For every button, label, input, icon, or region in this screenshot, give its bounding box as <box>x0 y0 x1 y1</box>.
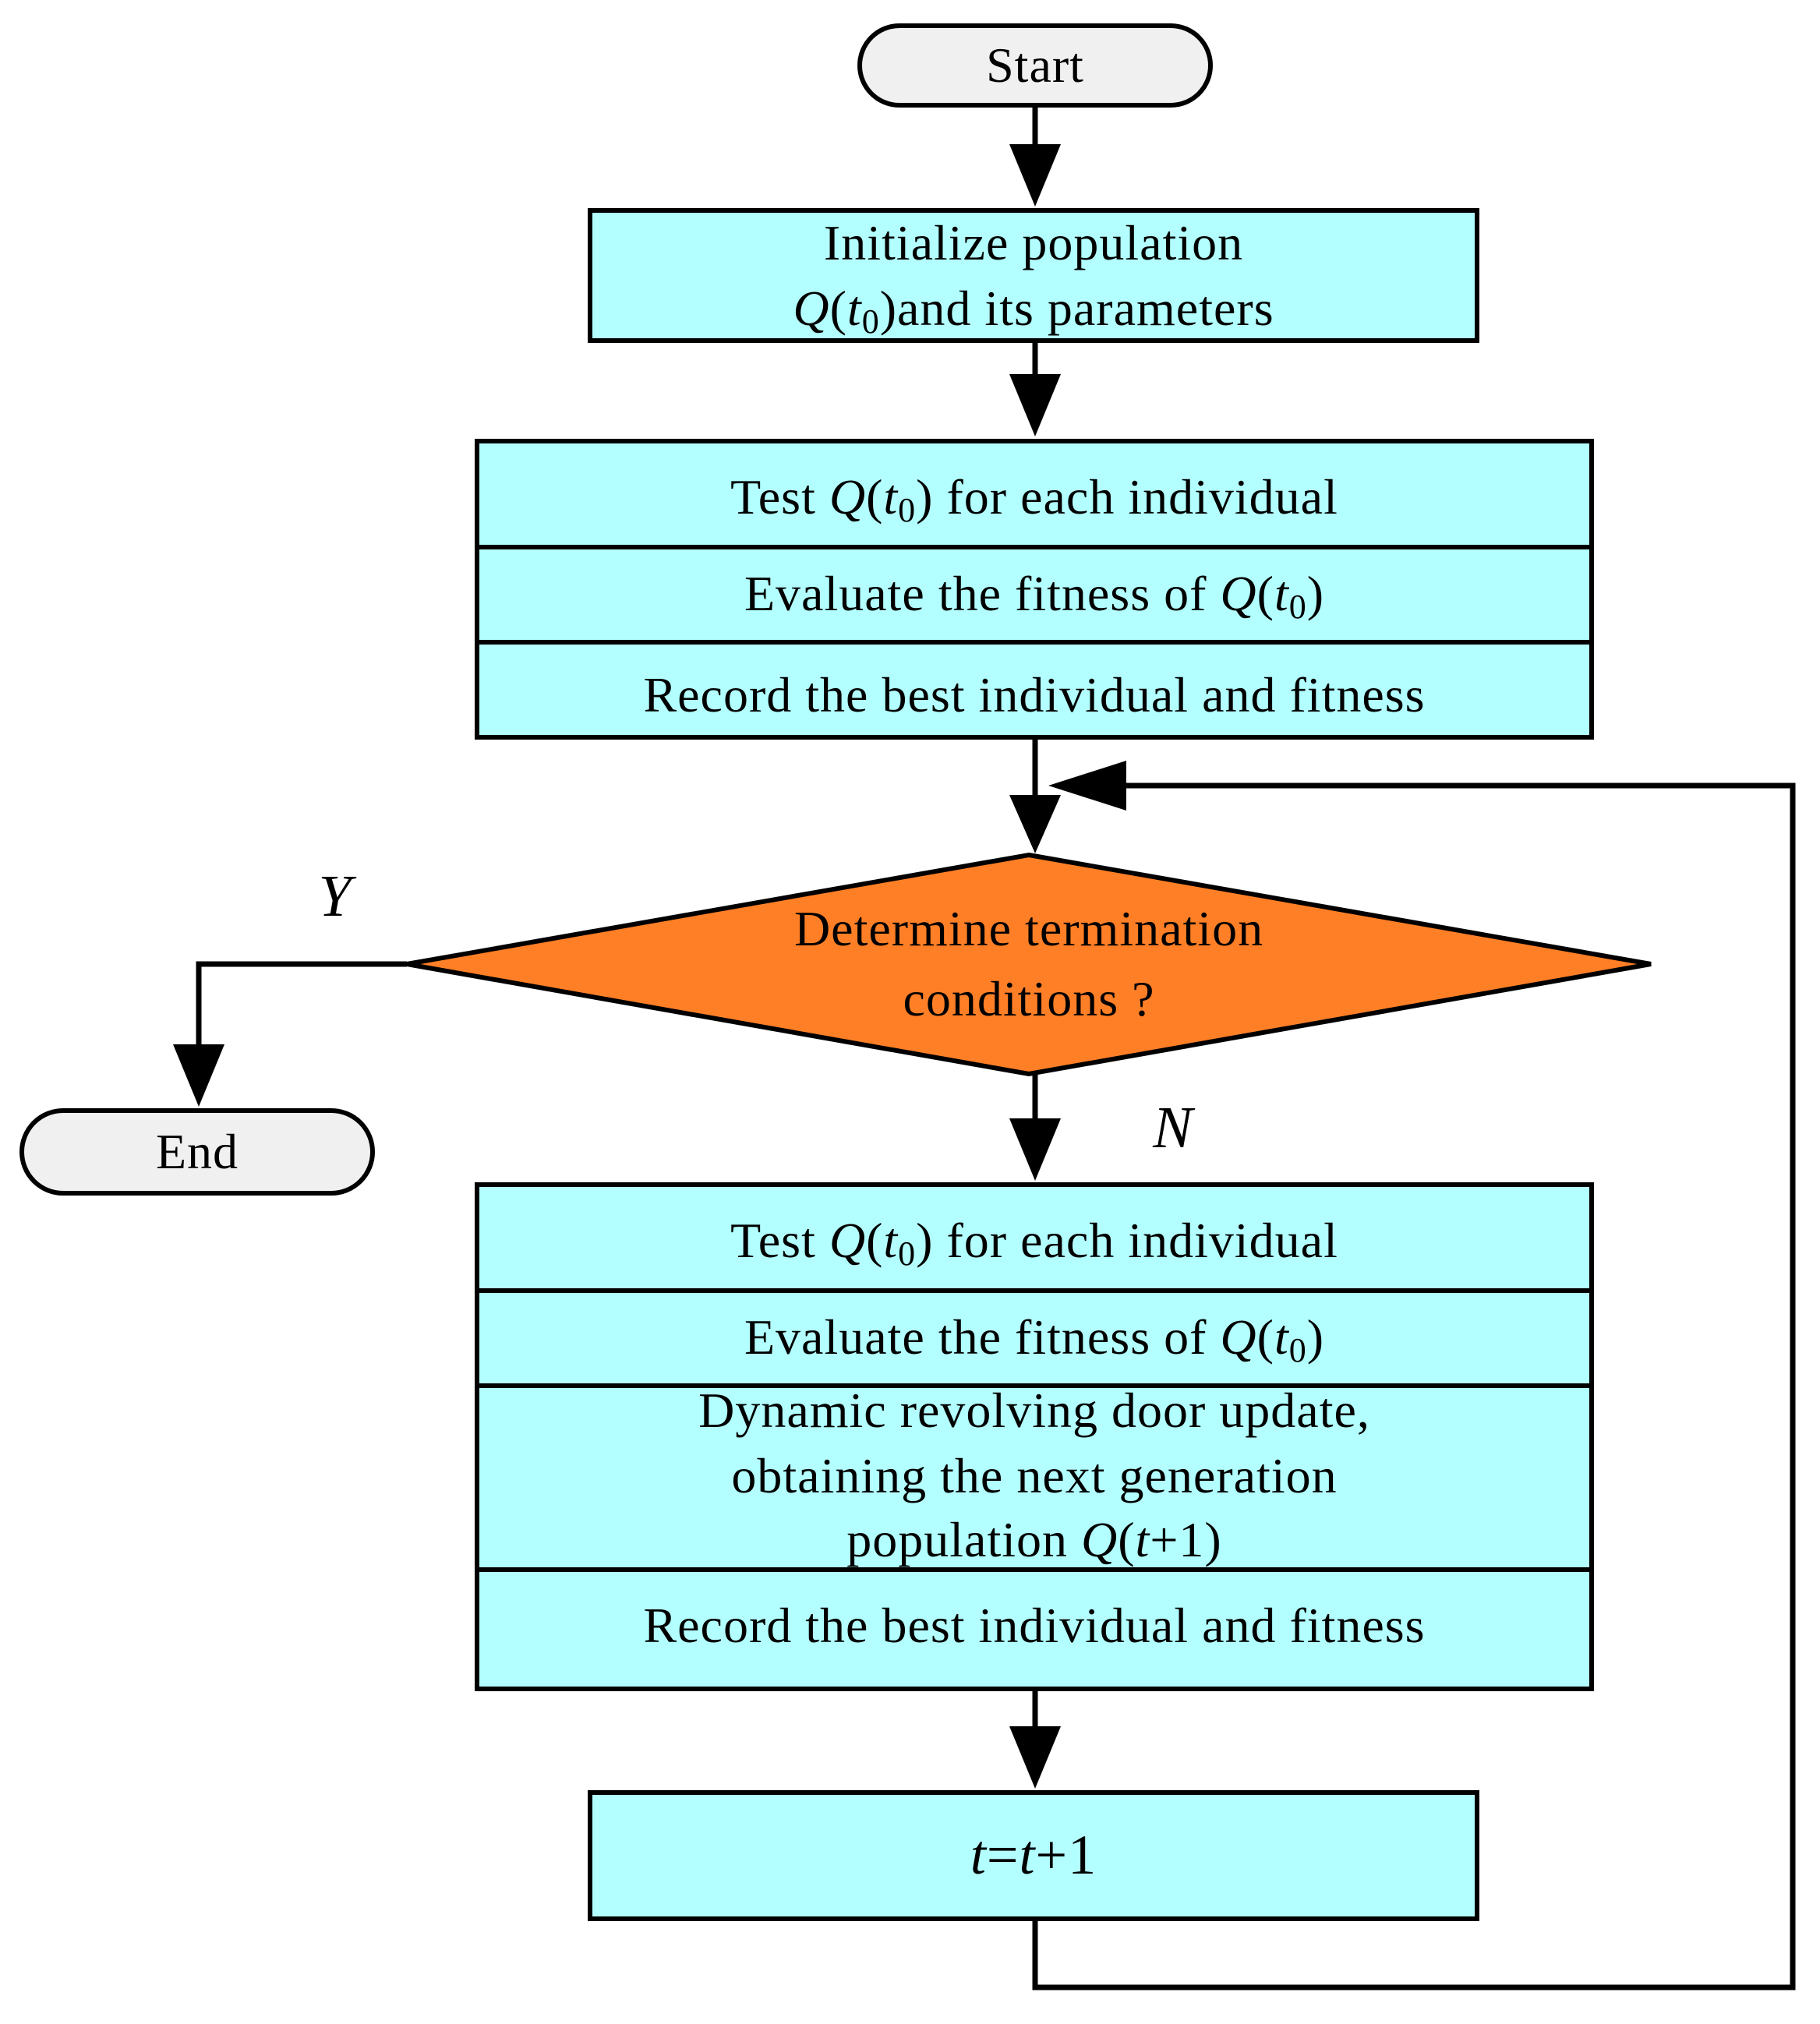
process-block-1 <box>475 439 1594 740</box>
arrow-start-to-init <box>1009 105 1061 207</box>
block2-row1: Test Q(t0) for each individual <box>730 1213 1338 1273</box>
block2-row3-line1: Dynamic revolving door update, <box>698 1383 1370 1438</box>
block2-row3-line2: obtaining the next generation <box>731 1448 1338 1503</box>
block1-row2: Evaluate the fitness of Q(t0) <box>744 566 1325 626</box>
yes-label: Y <box>318 864 352 929</box>
no-label: N <box>1153 1095 1193 1160</box>
loop-back-arrow <box>1032 761 1796 1990</box>
process-block-2 <box>475 1182 1594 1691</box>
end-terminal <box>19 1108 375 1196</box>
block2-row3-line3: population Q(t+1) <box>846 1512 1222 1567</box>
decision-diamond <box>406 852 1652 1077</box>
init-label-line2: Q(t0)and its parameters <box>793 281 1274 341</box>
arrow-no-to-block2 <box>1009 1074 1061 1181</box>
arrow-block1-to-decision <box>1009 737 1061 853</box>
end-label: End <box>155 1124 239 1179</box>
decision-label-line2: conditions ? <box>903 971 1155 1026</box>
start-label: Start <box>986 37 1084 93</box>
block1-row3: Record the best individual and fitness <box>643 667 1426 722</box>
increment-box <box>588 1790 1479 1921</box>
arrow-init-to-block1 <box>1009 341 1061 436</box>
arrow-block2-to-increment <box>1009 1689 1061 1789</box>
increment-label: t=t+1 <box>970 1824 1097 1886</box>
block1-row1: Test Q(t0) for each individual <box>730 469 1338 529</box>
decision-label-line1: Determine termination <box>793 901 1264 956</box>
init-label-line1: Initialize population <box>823 215 1244 270</box>
block2-row2: Evaluate the fitness of Q(t0) <box>744 1309 1325 1369</box>
block2-row4: Record the best individual and fitness <box>643 1598 1426 1653</box>
arrow-yes-to-end <box>173 961 407 1107</box>
init-box <box>588 208 1479 343</box>
